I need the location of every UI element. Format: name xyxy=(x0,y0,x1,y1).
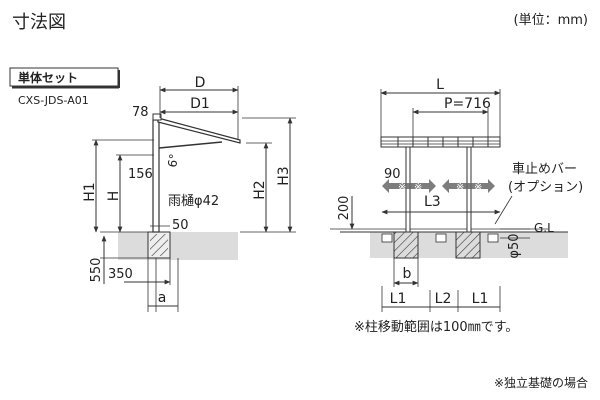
page-title: 寸法図 xyxy=(12,12,66,33)
gl-label: G.L xyxy=(534,221,554,235)
move-mark-1: ※ xyxy=(398,182,406,193)
H-label: H xyxy=(106,191,122,202)
set-label-box: 単体セット xyxy=(9,67,120,89)
move-range-left: ※ ※ xyxy=(382,179,436,193)
bar-height-label: 200 xyxy=(337,196,352,221)
post-width-label: 50 xyxy=(172,218,189,233)
front-view: L P=716 90 ※ ※ ※ ※ 車止めバー (オプション) L3 200 xyxy=(330,77,583,335)
move-mark-4: ※ xyxy=(474,182,482,193)
footing-hatch xyxy=(150,234,168,256)
roof-offset-label: 78 xyxy=(132,105,149,120)
H1-label: H1 xyxy=(82,182,98,201)
roof-angle-label: 6° xyxy=(165,153,181,169)
set-label: 単体セット xyxy=(18,70,78,85)
move-mark-3: ※ xyxy=(456,182,464,193)
post-gap-label: 90 xyxy=(384,167,401,182)
H2-label: H2 xyxy=(252,180,268,199)
gutter-label: 雨樋φ42 xyxy=(168,193,219,209)
L1-right-label: L1 xyxy=(472,291,489,307)
P-label: P=716 xyxy=(444,96,491,112)
model-number: CXS-JDS-A01 xyxy=(18,94,89,107)
footing-width-label: 350 xyxy=(108,267,133,282)
side-view: D D1 78 6° H1 H 156 H2 H3 雨樋φ42 50 550 xyxy=(82,75,296,312)
front-post-left xyxy=(405,146,411,233)
b-label: b xyxy=(403,266,412,282)
roof xyxy=(157,117,241,144)
footing-right xyxy=(455,231,481,259)
L2-label: L2 xyxy=(435,291,452,307)
gutter-drop-label: 156 xyxy=(128,167,153,182)
footing-depth-label: 550 xyxy=(89,258,104,283)
pipe-dia-label: φ50 xyxy=(507,233,522,258)
H3-label: H3 xyxy=(276,166,292,185)
post xyxy=(152,119,160,233)
front-roof xyxy=(380,136,501,148)
move-range-right: ※ ※ xyxy=(442,179,495,193)
D-label: D xyxy=(195,75,206,91)
L3-label: L3 xyxy=(424,194,441,210)
move-mark-2: ※ xyxy=(414,182,422,193)
gutter-box xyxy=(152,113,162,121)
L1-left-label: L1 xyxy=(390,291,407,307)
a-label: a xyxy=(158,290,167,306)
wheel-stop-label: 車止めバー xyxy=(512,162,577,177)
wheel-stop-option: (オプション) xyxy=(508,180,583,195)
front-post-right xyxy=(466,146,472,233)
footnote: ※独立基礎の場合 xyxy=(494,375,588,390)
D1-label: D1 xyxy=(190,96,210,112)
unit-note: (単位：mm) xyxy=(514,12,588,28)
move-range-note: ※柱移動範囲は100㎜です。 xyxy=(354,320,518,335)
brace xyxy=(158,141,223,149)
ground-band xyxy=(118,232,238,260)
footing-left xyxy=(393,231,419,259)
L-label: L xyxy=(436,77,444,93)
